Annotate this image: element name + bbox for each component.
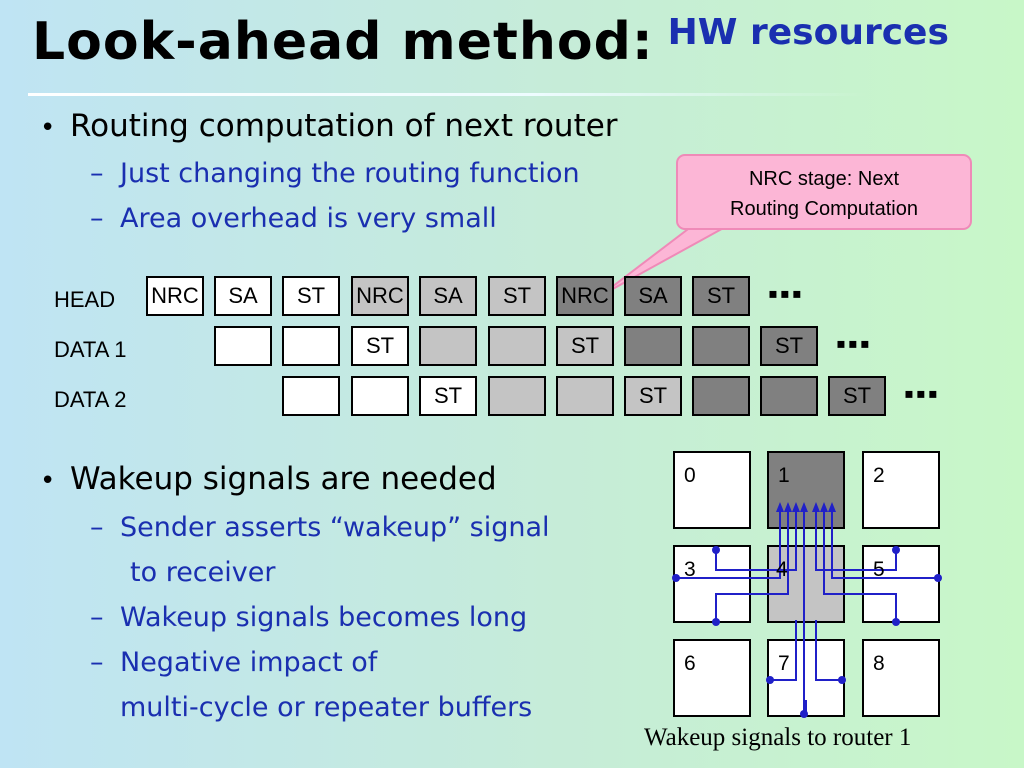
- wakeup-endpoints: [672, 546, 942, 718]
- pipeline-cell: [419, 326, 477, 366]
- bullet-wakeup-text: Wakeup signals are needed: [70, 461, 497, 497]
- pipeline-cell: ST: [488, 276, 546, 316]
- node-label-4: 4: [776, 558, 788, 581]
- callout-line2: Routing Computation: [730, 198, 918, 220]
- pipeline-cell: NRC: [146, 276, 204, 316]
- subitem-negative-impact: –Negative impact of: [90, 647, 377, 678]
- mesh-node-2: [862, 451, 940, 529]
- pipeline-cell: ST: [556, 326, 614, 366]
- subitem-area-overhead: –Area overhead is very small: [90, 203, 497, 234]
- ellipsis-head: ▪▪▪: [768, 278, 804, 309]
- pipeline-cell: [488, 326, 546, 366]
- bullet-wakeup: • Wakeup signals are needed: [40, 461, 497, 497]
- pipeline-cell: ST: [419, 376, 477, 416]
- pipeline-cell: NRC: [556, 276, 614, 316]
- pipeline-cell: ST: [282, 276, 340, 316]
- mesh-node-3: [673, 545, 751, 623]
- subitem-text: Wakeup signals becomes long: [120, 602, 528, 633]
- mesh-caption: Wakeup signals to router 1: [644, 724, 912, 751]
- pipeline-cell: ST: [760, 326, 818, 366]
- pipeline-cell: [624, 326, 682, 366]
- pipeline-cell: SA: [214, 276, 272, 316]
- row-label-data2: DATA 2: [54, 387, 127, 412]
- subitem-text: Negative impact of: [120, 647, 378, 678]
- subitem-wakeup-long: –Wakeup signals becomes long: [90, 602, 527, 633]
- bullet-routing: • Routing computation of next router: [40, 108, 618, 144]
- pipeline-cell: [488, 376, 546, 416]
- pipeline-cell: [282, 326, 340, 366]
- pipeline-cell: NRC: [351, 276, 409, 316]
- subitem-multicycle: multi-cycle or repeater buffers: [120, 692, 533, 723]
- pipeline-cell: [351, 376, 409, 416]
- subitem-text: Area overhead is very small: [120, 203, 497, 234]
- node-label-7: 7: [778, 652, 790, 675]
- title-underline: [28, 93, 868, 96]
- subitem-text: Sender asserts “wakeup” signal: [120, 512, 550, 543]
- pipeline-cell: [214, 326, 272, 366]
- dash-marker: –: [90, 602, 104, 633]
- pipeline-cell: ST: [828, 376, 886, 416]
- title-main: Look-ahead method:: [32, 12, 654, 72]
- callout-line1: NRC stage: Next: [748, 168, 900, 190]
- mesh-node-0: [673, 451, 751, 529]
- slide-title: Look-ahead method: HW resources: [32, 12, 949, 72]
- row-label-data1: DATA 1: [54, 337, 127, 362]
- pipeline-cell: [692, 326, 750, 366]
- nrc-callout: NRC stage: Next Routing Computation: [676, 154, 972, 230]
- wakeup-arrowheads: [776, 502, 836, 512]
- subitem-routing-function: –Just changing the routing function: [90, 158, 580, 189]
- mesh-node-6: [673, 639, 751, 717]
- node-label-6: 6: [684, 652, 696, 675]
- mesh-node-8: [862, 639, 940, 717]
- node-label-1: 1: [778, 464, 790, 487]
- pipeline-cell: SA: [419, 276, 477, 316]
- node-label-8: 8: [873, 652, 885, 675]
- node-label-3: 3: [684, 558, 696, 581]
- node-label-2: 2: [873, 464, 885, 487]
- node-label-0: 0: [684, 464, 696, 487]
- row-label-head: HEAD: [54, 287, 116, 312]
- pipeline-cell: [282, 376, 340, 416]
- pipeline-cell: SA: [624, 276, 682, 316]
- bullet-dot: •: [40, 466, 56, 496]
- pipeline-cell: [556, 376, 614, 416]
- pipeline-cell: ST: [692, 276, 750, 316]
- pipeline-cell: [760, 376, 818, 416]
- bullet-dot: •: [40, 113, 56, 143]
- dash-marker: –: [90, 158, 104, 189]
- pipeline-cell: ST: [351, 326, 409, 366]
- dash-marker: –: [90, 203, 104, 234]
- node-label-5: 5: [873, 558, 885, 581]
- subitem-text: Just changing the routing function: [120, 158, 580, 189]
- title-sub: HW resources: [667, 12, 949, 53]
- dash-marker: –: [90, 512, 104, 543]
- pipeline-cell: [692, 376, 750, 416]
- dash-marker: –: [90, 647, 104, 678]
- mesh-node-5: [862, 545, 940, 623]
- ellipsis-data2: ▪▪▪: [904, 378, 940, 409]
- bullet-routing-text: Routing computation of next router: [70, 108, 618, 144]
- wakeup-wires: [676, 506, 938, 714]
- subitem-to-receiver: to receiver: [130, 557, 276, 588]
- pipeline-cell: ST: [624, 376, 682, 416]
- ellipsis-data1: ▪▪▪: [836, 328, 872, 359]
- subitem-sender-asserts: –Sender asserts “wakeup” signal: [90, 512, 550, 543]
